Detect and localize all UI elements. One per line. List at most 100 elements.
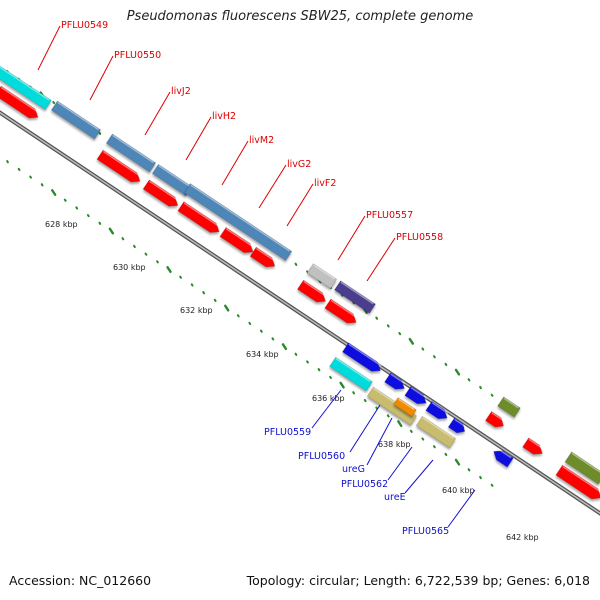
scale-tick (50, 189, 57, 196)
gene-PFLU0559[interactable] (329, 356, 373, 392)
gene-ureG[interactable] (393, 397, 417, 417)
kbp-label: 630 kbp (113, 263, 146, 272)
gene-blue-1[interactable] (342, 342, 383, 375)
scale-tick (98, 221, 102, 225)
gene-livM2[interactable] (183, 183, 293, 261)
cds-8[interactable] (324, 298, 359, 327)
scale-tick (144, 252, 148, 256)
scale-tick (375, 406, 379, 410)
gene-label-PFLU0550[interactable]: PFLU0550 (114, 50, 161, 61)
scale-tick (75, 206, 79, 210)
scale-tick (306, 360, 309, 364)
scale-tick (432, 355, 436, 359)
scale-tick (467, 468, 471, 472)
scale-tick (98, 131, 102, 135)
scale-tick (363, 398, 367, 403)
scale-tick (317, 368, 321, 372)
scale-tick (29, 175, 33, 179)
gene-blue-5[interactable] (447, 417, 467, 436)
gene-PFLU0550[interactable] (50, 100, 102, 140)
scale-tick (108, 227, 115, 235)
gene-olive-2[interactable] (564, 451, 600, 485)
scale-tick (397, 420, 403, 428)
gene-red-right-3[interactable] (555, 464, 600, 503)
gene-label-livJ2[interactable]: livJ2 (171, 86, 191, 97)
gene-label-PFLU0558[interactable]: PFLU0558 (396, 232, 443, 243)
scale-tick (224, 304, 230, 312)
gene-PFLU0558[interactable] (334, 280, 376, 314)
lower-gene-labels (311, 389, 476, 528)
cds-6[interactable] (249, 246, 278, 271)
scale-tick (17, 167, 21, 172)
gene-label-PFLU0560[interactable]: PFLU0560 (298, 451, 345, 462)
gene-PFLU0549[interactable] (0, 62, 52, 110)
gene-label-ureG[interactable]: ureG (342, 464, 365, 475)
scale-tick (409, 429, 413, 433)
cds-2[interactable] (96, 149, 143, 186)
gene-blue-4[interactable] (425, 400, 450, 422)
kbp-label: 632 kbp (180, 306, 213, 315)
scale-tick (479, 475, 482, 480)
gene-PFLU0557[interactable] (306, 263, 338, 289)
kbp-label: 642 kbp (506, 533, 539, 542)
scale-tick (444, 362, 448, 367)
gene-olive-1[interactable] (497, 396, 521, 418)
scale-tick (329, 375, 332, 379)
lower-gene-label-texts: PFLU0559 PFLU0560 ureG PFLU0562 ureE PFL… (264, 427, 449, 537)
gene-blue-3[interactable] (404, 385, 429, 407)
scale-tick (40, 183, 44, 187)
upper-gene-label-texts: PFLU0549 PFLU0550 livJ2 livH2 livM2 livG… (61, 20, 443, 243)
gene-label-ureE[interactable]: ureE (384, 492, 406, 503)
gene-red-right-2[interactable] (522, 437, 546, 458)
gene-label-PFLU0559[interactable]: PFLU0559 (264, 427, 311, 438)
gene-label-livH2[interactable]: livH2 (212, 111, 236, 122)
scale-tick (63, 198, 67, 202)
gene-blue-6[interactable] (491, 447, 514, 468)
scale-tick (352, 391, 356, 395)
gene-label-livG2[interactable]: livG2 (287, 159, 311, 170)
kbp-label: 628 kbp (45, 220, 78, 229)
scale-tick (490, 393, 494, 397)
topology-text: Topology: circular; Length: 6,722,539 bp… (246, 573, 590, 588)
gene-livJ2[interactable] (105, 133, 157, 173)
scale-tick (386, 324, 390, 328)
cds-1[interactable] (0, 85, 41, 122)
scale-tick (52, 100, 56, 105)
scale-tick (339, 381, 345, 389)
gene-label-livM2[interactable]: livM2 (249, 135, 274, 146)
scale-tick (408, 337, 415, 345)
scale-tick (259, 329, 263, 333)
kbp-label: 640 kbp (442, 486, 475, 495)
feature-track (0, 62, 600, 503)
gene-livH2[interactable] (151, 163, 193, 197)
scale-tick (386, 414, 390, 418)
scale-tick (166, 266, 172, 274)
cds-4[interactable] (177, 201, 222, 237)
scale-tick (6, 160, 9, 164)
upper-gene-labels (37, 25, 396, 282)
cds-5[interactable] (219, 227, 256, 256)
scale-tick (375, 316, 379, 320)
gene-label-PFLU0549[interactable]: PFLU0549 (61, 20, 108, 31)
scale-tick (281, 343, 288, 351)
gene-blue-2[interactable] (384, 372, 408, 393)
scale-tick (294, 352, 298, 356)
kbp-labels: 628 kbp 630 kbp 632 kbp 634 kbp 636 kbp … (45, 220, 539, 542)
scale-tick (454, 368, 461, 376)
scale-tick (121, 237, 125, 241)
gene-label-livF2[interactable]: livF2 (314, 178, 336, 189)
kbp-label: 636 kbp (312, 394, 345, 403)
cds-3[interactable] (142, 179, 181, 210)
gene-label-PFLU0562[interactable]: PFLU0562 (341, 479, 388, 490)
cds-7[interactable] (297, 279, 328, 306)
gene-red-right-1[interactable] (485, 411, 506, 430)
scale-tick (294, 262, 298, 266)
scale-tick (156, 260, 159, 264)
gene-label-PFLU0557[interactable]: PFLU0557 (366, 210, 413, 221)
genome-backbone (0, 110, 600, 516)
gene-ureE[interactable] (415, 415, 457, 449)
scale-tick (444, 452, 448, 457)
gene-label-PFLU0565[interactable]: PFLU0565 (402, 526, 449, 537)
scale-tick (454, 458, 461, 466)
